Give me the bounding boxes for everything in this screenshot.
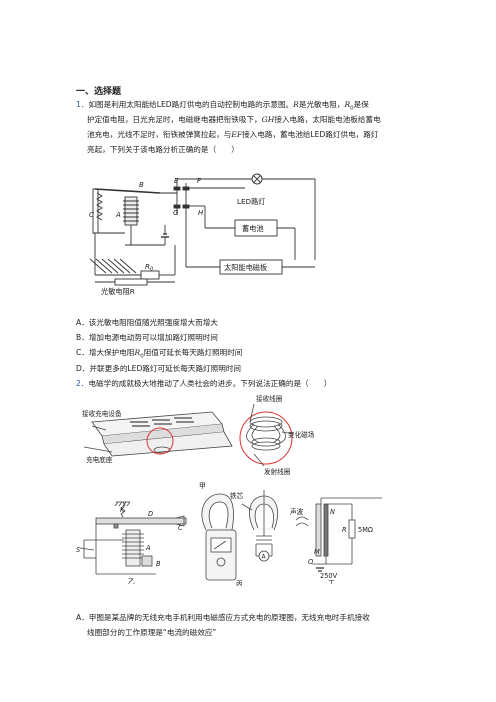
label-a-yi: A [145,544,151,552]
label-g: G [173,209,179,217]
q1-symbol-r: R [293,100,299,109]
label-m: M [314,548,320,556]
q2-text: 电磁学的成就极大地推动了人类社会的进步。下列说法正确的是（ ） [88,379,332,388]
q2-number: 2． [76,379,89,388]
label-r0: R0 [145,262,153,273]
q1-line-3: 池充电，光线不足时，衔铁被弹簧拉起，与EF接入电路，蓄电池给LED路灯供电，路灯 [87,129,378,140]
label-sound-wave: 声波 [290,507,304,516]
plate-m [323,503,329,557]
label-a: A [115,211,121,219]
section-title: 一、选择题 [76,87,122,97]
q1-circuit-diagram: B C A E F G H LED路灯 蓄电池 太阳能电磁板 R0 光敏电阻R [89,173,316,296]
q2-stem: 2．电磁学的成就极大地推动了人类社会的进步。下列说法正确的是（ ） [76,378,331,389]
label-solar-panel: 太阳能电磁板 [224,263,267,272]
label-resistance: 5MΩ [358,526,373,534]
label-c-yi: C [178,524,183,532]
label-o: O [308,558,313,566]
label-bing: 丙 [236,580,243,586]
q1-option-d: D．并联更多的LED路灯可延长每天路灯照明时间 [76,364,242,373]
label-f: F [197,177,202,185]
q2-figure-yi: K D C S A B 乙 [76,501,187,584]
label-led-lamp: LED路灯 [237,197,265,206]
q1-text: 护定值电阻，日光充足时，电磁继电器把衔铁吸下， [87,115,262,124]
q1-text: 接入电路，太阳能电池板给蓄电 [274,115,381,124]
q1-option-b: B．增加电源电动势可以增加路灯照明时间 [76,333,218,342]
q1-subscript: 0 [350,105,354,112]
q1-symbol-r0: R [344,100,351,109]
q1-text: 如图是利用太阳能给LED路灯供电的自动控制电路的示意图。 [88,100,294,109]
q1-text: 池充电，光线不足时，衔铁被弹簧拉起，与 [87,130,232,139]
label-s: S [76,546,80,554]
q1-line-1: 1．如图是利用太阳能给LED路灯供电的自动控制电路的示意图。R是光敏电阻，R0是… [76,99,369,115]
q1-text: 是光敏电阻， [298,100,345,109]
label-ding: 丁 [328,579,335,584]
label-transmit-coil: 发射线圈 [264,467,291,476]
label-jia: 甲 [199,482,206,490]
label-e: E [174,177,179,185]
label-h: H [198,209,204,217]
label-voltage: 250V [320,572,338,580]
charging-base [103,431,233,457]
q1-number: 1． [76,100,89,109]
label-charging-base: 充电底座 [86,455,113,464]
q2-figure-jia: 接收线圈 接收充电设备 变化磁场 发射线圈 充电底座 [82,394,315,476]
q2-figure-bing: 铁芯 A 丙 [201,490,278,586]
label-b: B [139,181,144,189]
highlight-circle-coil [239,411,293,465]
q1-text: 接入电路，蓄电池给LED路灯供电，路灯 [242,130,379,139]
q1-option-c: C．增大保护电阻R0阻值可延长每天路灯照明时间 [76,348,243,360]
highlight-circle [146,427,174,455]
sound-wave-icon [295,516,309,527]
label-d: D [148,510,153,518]
label-ammeter: A [262,554,267,561]
q1-option-a: A．该光敏电阻阻值随光照强度增大而增大 [76,318,218,327]
label-k: K [120,506,125,514]
meter-body [205,529,237,581]
q1-text: 是保 [353,100,369,109]
q1-line-4: 亮起，下列关于该电路分析正确的是（ ） [87,145,239,154]
resistor-r [348,519,356,539]
q1-line-2: 护定值电阻，日光充足时，电磁继电器把衔铁吸下，GH接入电路，太阳能电池板给蓄电 [87,114,381,125]
label-battery: 蓄电池 [242,224,264,233]
diaphragm-n [315,503,322,557]
q2-option-a-line-1: A．甲图是某品牌的无线充电手机利用电磁感应方式充电的原理图，无线充电时手机接收 [76,613,370,622]
label-n: N [330,508,335,516]
label-receive-device: 接收充电设备 [82,409,122,418]
q1-symbol-ef: EF [231,130,243,139]
label-photoresistor: 光敏电阻R [101,287,135,296]
q2-option-a-line-2: 线圈部分的工作原理是“电流的磁效应” [87,628,217,637]
label-b-yi: B [156,560,161,568]
label-iron-core: 铁芯 [230,491,244,500]
label-r-ding: R [342,526,347,534]
spring-coil [96,192,103,221]
q1-symbol-gh: GH [261,115,275,124]
label-yi: 乙 [128,578,135,584]
label-receive-coil: 接收线圈 [256,394,283,403]
label-changing-field: 变化磁场 [288,430,315,439]
electromagnet [125,529,141,567]
photoresistor [114,278,148,286]
label-c: C [89,211,94,219]
armature [94,188,161,194]
armature-bar [95,517,187,525]
q2-figure-ding: 声波 N M R 5MΩ O 250V 丁 [290,497,382,584]
